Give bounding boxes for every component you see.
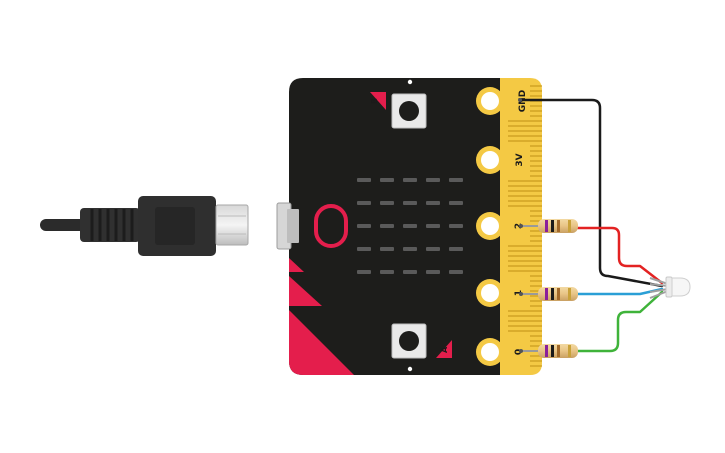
resistor-2[interactable] (538, 287, 578, 301)
led-r5-c2 (380, 270, 394, 274)
rgb-led-rim (665, 276, 673, 298)
led-r5-c5 (449, 270, 463, 274)
pin-1[interactable]: 1 (476, 279, 524, 307)
blue-wire[interactable] (576, 287, 664, 296)
board-logo-triangles (289, 258, 354, 375)
edge-connector-teeth (508, 85, 542, 367)
usb-plug-inset (155, 207, 195, 245)
status-led (314, 204, 348, 248)
button-b-label: B (370, 98, 379, 104)
led-r2-c3 (403, 201, 417, 205)
led-r4-c5 (449, 247, 463, 251)
led-r1-c2 (380, 178, 394, 182)
led-r4-c2 (380, 247, 394, 251)
board-hole-bottom (407, 366, 413, 372)
board-usb-port (276, 202, 299, 250)
pin-0[interactable]: 0 (476, 338, 524, 366)
rgb-led-dome (671, 277, 691, 297)
resistor-3[interactable] (538, 344, 578, 358)
pin-2-joint (519, 224, 523, 228)
led-r5-c3 (403, 270, 417, 274)
button-a-label: A (440, 346, 449, 353)
green-wire[interactable] (576, 290, 664, 353)
led-r3-c4 (426, 224, 440, 228)
button-a-cap (399, 331, 419, 351)
led-r2-c2 (380, 201, 394, 205)
usb-cable-wire (40, 219, 88, 231)
led-r1-c5 (449, 178, 463, 182)
pin-3v[interactable]: 3V (476, 146, 525, 174)
led-r2-c4 (426, 201, 440, 205)
led-r3-c1 (357, 224, 371, 228)
button-a-marker (436, 340, 452, 358)
led-r1-c4 (426, 178, 440, 182)
usb-plug-metal (215, 204, 249, 246)
led-matrix (357, 178, 463, 274)
red-wire[interactable] (576, 226, 664, 285)
button-b-cap (399, 101, 419, 121)
led-r1-c3 (403, 178, 417, 182)
button-a[interactable]: A (391, 323, 452, 359)
usb-grip-ridges (90, 209, 134, 241)
led-r5-c1 (357, 270, 371, 274)
pin-gnd-joint (518, 98, 522, 102)
led-r4-c1 (357, 247, 371, 251)
resistor-1[interactable] (538, 219, 578, 233)
led-r3-c2 (380, 224, 394, 228)
pin-0-label: 0 (514, 349, 524, 355)
gnd-wire[interactable] (518, 98, 664, 288)
button-b[interactable]: B (370, 92, 427, 129)
rgb-led-leads (649, 277, 669, 299)
usb-cable[interactable] (40, 196, 249, 256)
pin-0-joint (519, 349, 523, 353)
pin-1-joint (519, 292, 523, 296)
pin-3v-label: 3V (515, 153, 525, 166)
board-hole-top (407, 79, 413, 85)
led-r4-c4 (426, 247, 440, 251)
led-r3-c5 (449, 224, 463, 228)
led-r2-c1 (357, 201, 371, 205)
microbit-board[interactable]: B A GND 3V 2 1 (276, 78, 542, 375)
pin-1-label: 1 (514, 290, 524, 296)
rgb-led[interactable] (649, 276, 691, 299)
led-r1-c1 (357, 178, 371, 182)
led-r5-c4 (426, 270, 440, 274)
button-b-marker (370, 92, 386, 110)
led-r2-c5 (449, 201, 463, 205)
led-r4-c3 (403, 247, 417, 251)
wires (518, 98, 664, 353)
led-r3-c3 (403, 224, 417, 228)
